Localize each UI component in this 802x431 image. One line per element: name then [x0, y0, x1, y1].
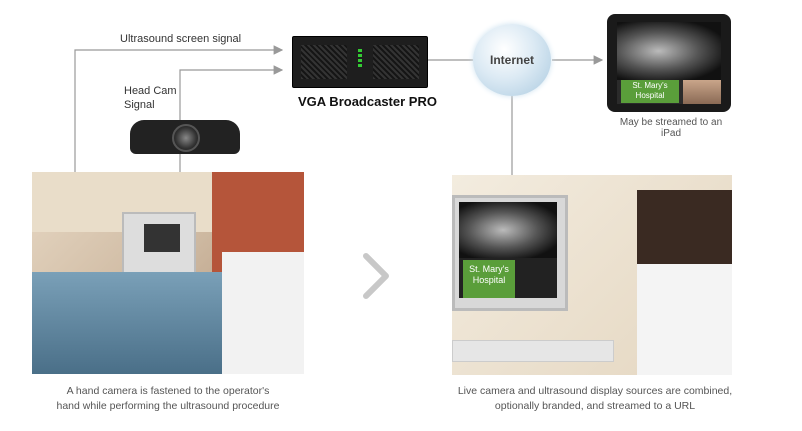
- hospital-name-line1: St. Mary's: [469, 264, 509, 274]
- right-caption: Live camera and ultrasound display sourc…: [457, 385, 733, 412]
- head-cam-label-line1: Head Cam: [124, 85, 177, 97]
- patient: [32, 272, 222, 374]
- ipad-caption: May be streamed to an iPad: [619, 117, 723, 139]
- hospital-banner-ipad: St. Mary's Hospital: [621, 80, 679, 103]
- broadcaster-label: VGA Broadcaster PRO: [298, 94, 437, 109]
- ultrasound-signal-label: Ultrasound screen signal: [120, 33, 242, 45]
- hospital-name-line1: St. Mary's: [632, 81, 668, 90]
- ipad-screen: St. Mary's Hospital: [617, 22, 721, 104]
- keyboard: [452, 340, 614, 362]
- desktop-monitor: St. Mary's Hospital: [452, 195, 568, 311]
- hospital-name-line2: Hospital: [472, 275, 506, 285]
- status-leds: [355, 47, 365, 77]
- head-cam-label-line2: Signal: [124, 99, 155, 111]
- hospital-banner-monitor: St. Mary's Hospital: [463, 260, 515, 298]
- ultrasound-image: [617, 22, 721, 80]
- ultrasound-procedure-photo: [32, 172, 304, 374]
- vent-grille-right: [373, 45, 419, 79]
- streaming-monitor-photo: St. Mary's Hospital: [452, 175, 732, 375]
- viewer-person: [637, 190, 732, 375]
- internet-label: Internet: [489, 53, 534, 67]
- head-cam-line: [179, 65, 284, 125]
- internet-globe: [473, 24, 551, 96]
- operator: [222, 252, 304, 374]
- monitor-screen: St. Mary's Hospital: [459, 202, 557, 298]
- camera-inset: [683, 80, 721, 104]
- head-cam-device: [130, 120, 240, 154]
- broadcaster-device: [292, 36, 428, 88]
- hospital-name-line2: Hospital: [635, 91, 665, 100]
- ipad-device: St. Mary's Hospital: [607, 14, 731, 112]
- vent-grille-left: [301, 45, 347, 79]
- left-caption: A hand camera is fastened to the operato…: [56, 385, 280, 412]
- camera-lens-icon: [172, 124, 200, 152]
